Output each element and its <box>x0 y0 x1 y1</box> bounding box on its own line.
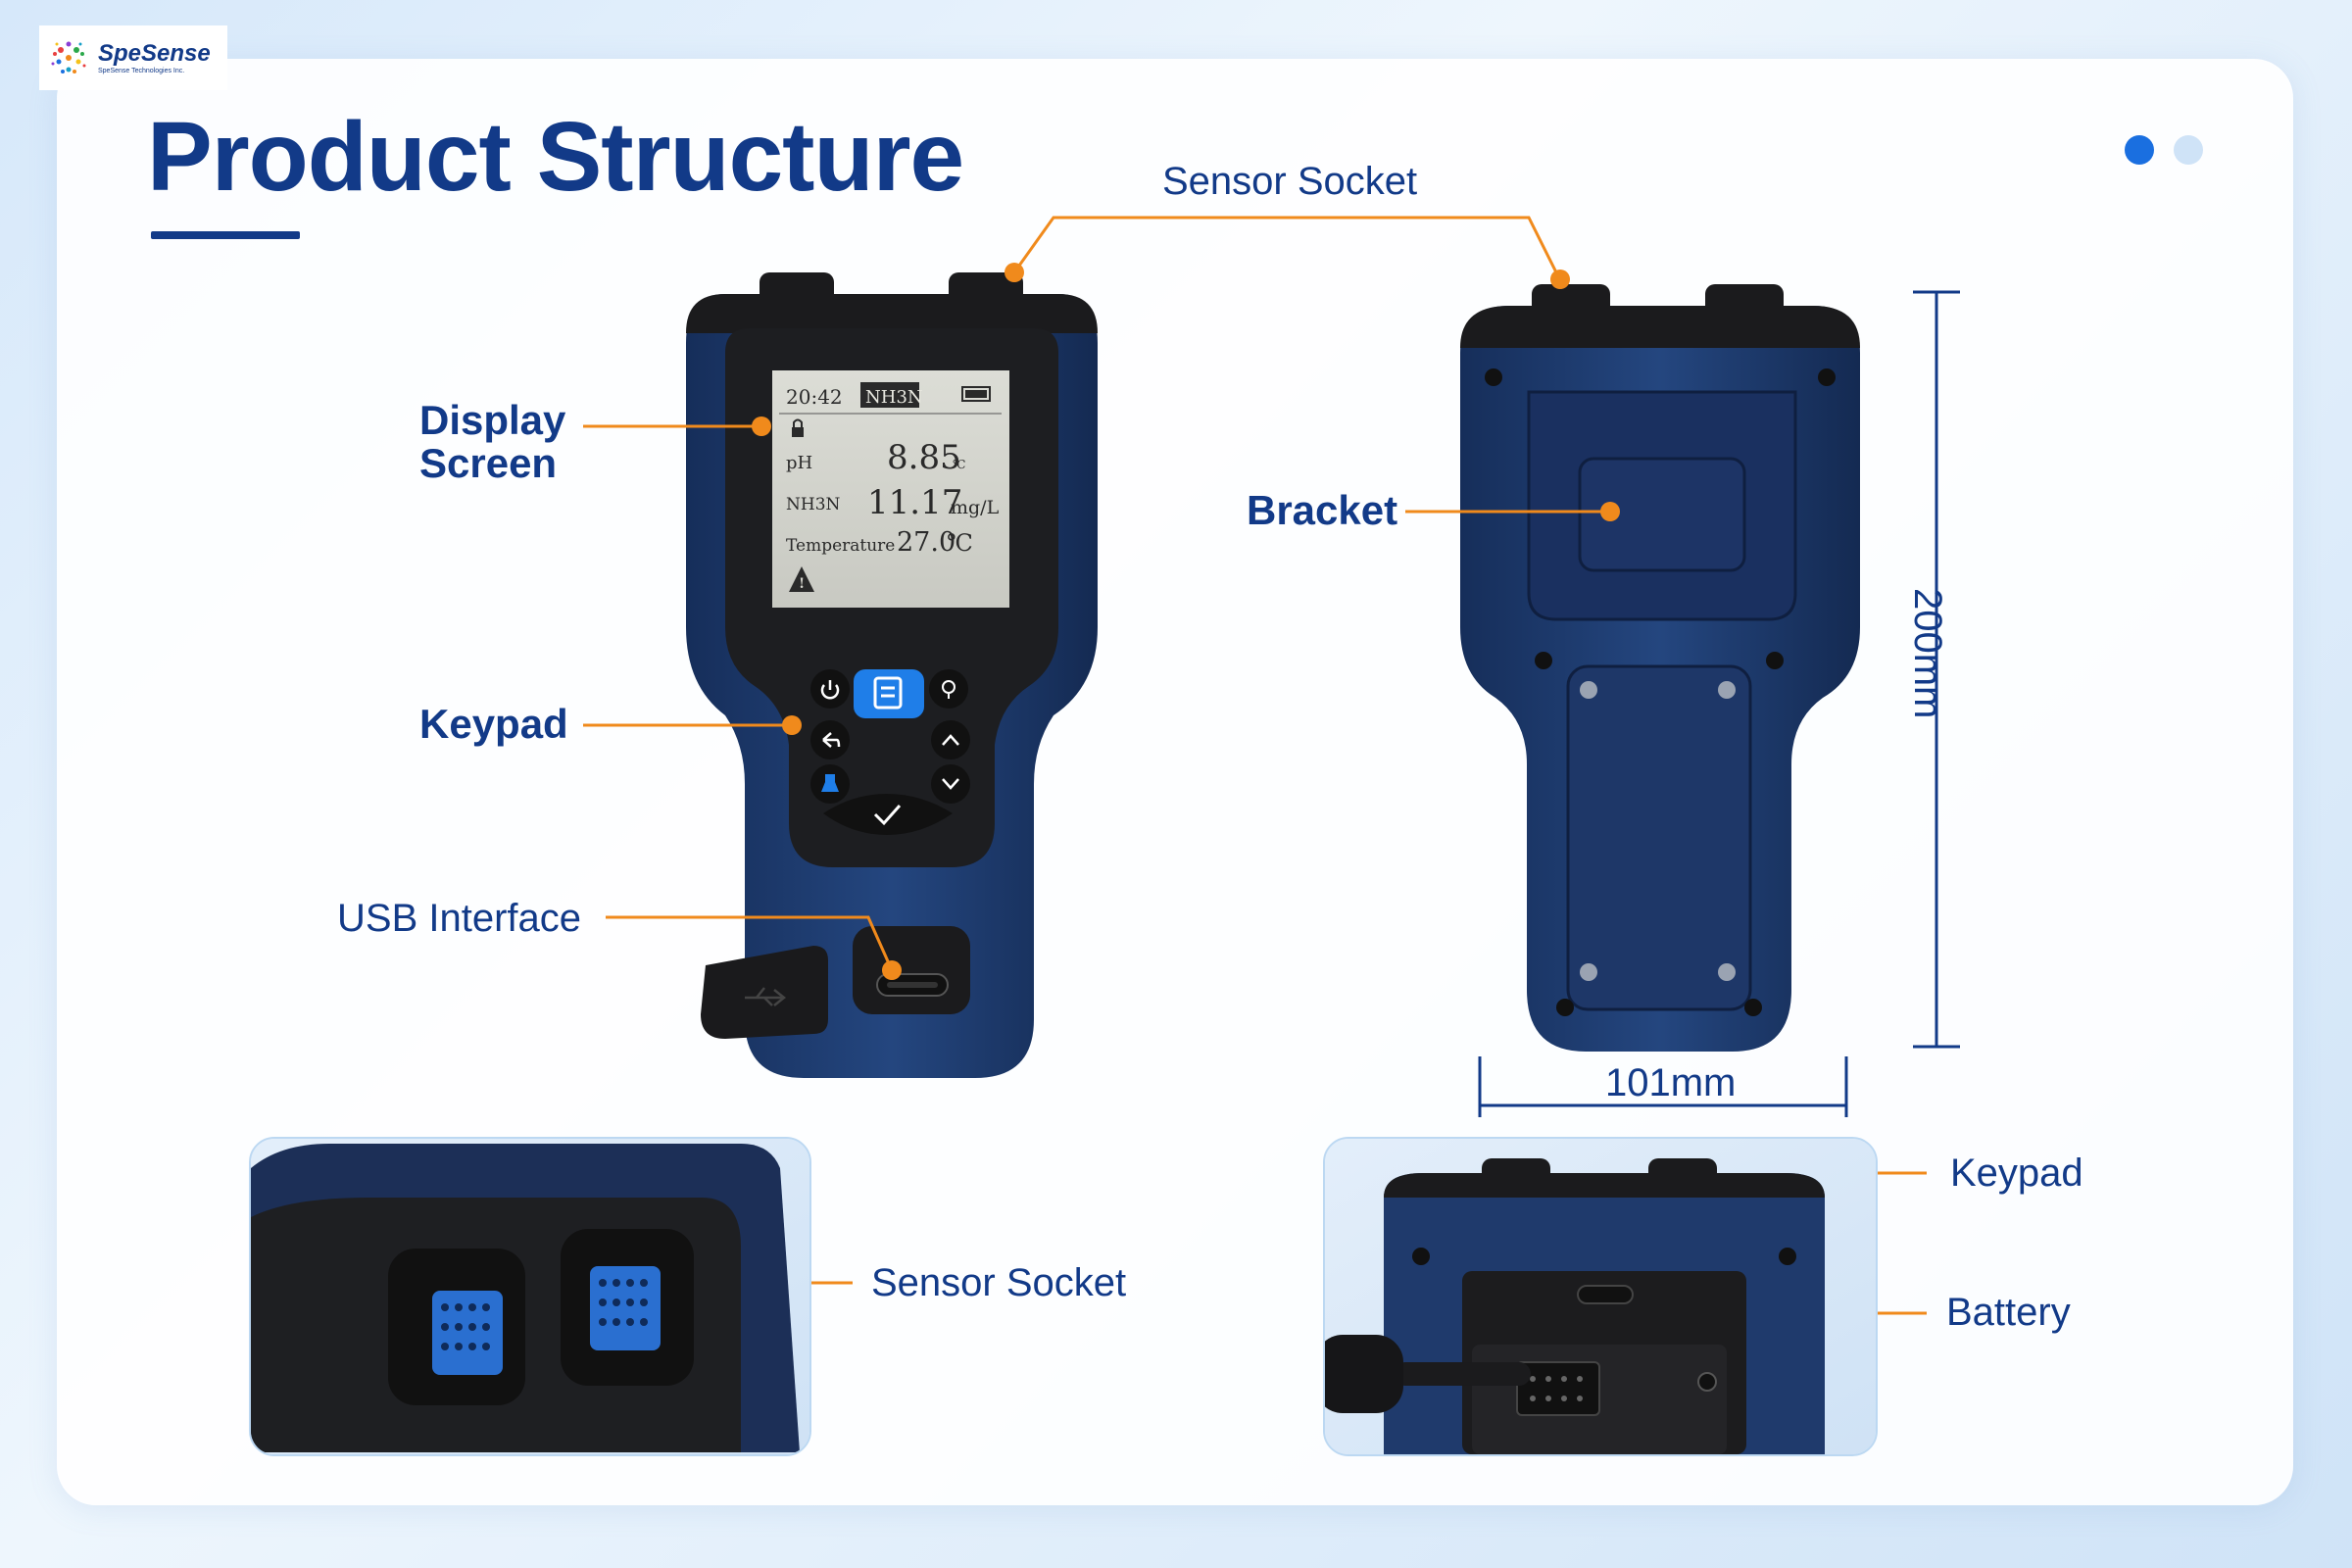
display-screen-label-line1: Display <box>419 397 566 443</box>
menu-button[interactable] <box>854 669 924 718</box>
screen-row-value: 11.17 <box>867 483 962 522</box>
screen-mode: NH3N <box>865 387 923 408</box>
screen-row-name: pH <box>786 453 812 473</box>
screen-row-value: 27.0 <box>897 527 956 558</box>
screen-row-unit: mg/L <box>951 497 1000 518</box>
battery-label: Battery <box>1946 1291 2071 1334</box>
sensor-socket-inset <box>249 1137 811 1456</box>
height-label: 200mm <box>1906 588 1949 719</box>
screen-row-name: NH3N <box>786 495 841 514</box>
width-label: 101mm <box>1605 1061 1737 1104</box>
lock-icon <box>792 427 804 437</box>
front-device: 20:42 NH3N pH 8.85 ℃ NH3N 11.17 mg/L Tem… <box>686 272 1098 1078</box>
battery-cover <box>1566 664 1752 1011</box>
page-dot-1[interactable] <box>2125 135 2154 165</box>
warning-icon <box>789 566 814 592</box>
up-button[interactable] <box>931 720 970 760</box>
keypad[interactable] <box>810 669 970 835</box>
sensor-socket-1 <box>432 1291 503 1375</box>
keypad-label: Keypad <box>419 701 568 747</box>
height-dimension <box>1913 290 1960 1049</box>
pagination-dots[interactable] <box>2125 135 2203 165</box>
usb-interface-label: USB Interface <box>337 897 582 940</box>
svg-text:!: ! <box>799 576 805 592</box>
confirm-button[interactable] <box>823 794 953 835</box>
screen-row-unit: ℃ <box>953 458 965 471</box>
sensor-socket-inset-label: Sensor Socket <box>871 1261 1127 1304</box>
sensor-socket-label: Sensor Socket <box>1162 160 1418 203</box>
brand-subtitle: SpeSense Technologies Inc. <box>98 67 185 74</box>
screen-row-unit: ℃ <box>947 529 973 557</box>
screen-row-value: 8.85 <box>887 438 961 477</box>
screen-row-name: Temperature <box>786 536 895 556</box>
brand-logo-icon <box>51 41 86 74</box>
title-underline <box>151 231 300 239</box>
sensor-socket-2 <box>590 1266 661 1350</box>
keypad-inset-label: Keypad <box>1950 1152 2083 1195</box>
sensor-plug <box>1325 1335 1403 1413</box>
screen-time: 20:42 <box>786 385 843 409</box>
lcd-screen <box>772 370 1009 608</box>
light-button[interactable] <box>929 669 968 709</box>
down-button[interactable] <box>931 764 970 804</box>
brand-name: SpeSense <box>98 39 211 67</box>
page-title: Product Structure <box>147 102 964 212</box>
bottom-view-inset <box>1323 1137 1878 1456</box>
usb-cover[interactable] <box>701 946 828 1039</box>
brand-logo: SpeSense SpeSense Technologies Inc. <box>39 25 227 90</box>
width-dimension <box>1478 1056 1848 1117</box>
display-screen-label-line2: Screen <box>419 440 558 486</box>
page-dot-2[interactable] <box>2174 135 2203 165</box>
bracket-label: Bracket <box>1247 487 1398 533</box>
usb-icon <box>745 987 787 1006</box>
back-device <box>1460 284 1860 1052</box>
